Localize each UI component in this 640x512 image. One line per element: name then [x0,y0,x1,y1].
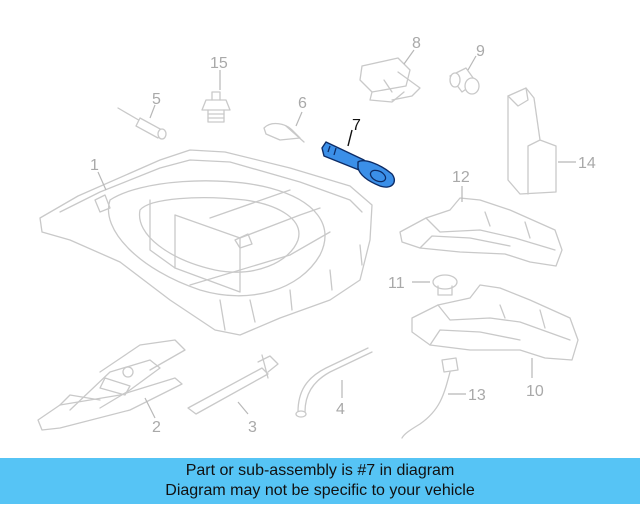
callout-10: 10 [526,383,544,400]
part-11-knob [432,274,458,296]
callout-11: 11 [388,275,405,292]
part-2-scissor-jack [37,339,186,431]
callout-2: 2 [152,419,161,436]
callout-9: 9 [476,43,485,60]
part-7-tow-hook-highlighted [321,141,396,188]
part-3-jack-handle [187,354,279,415]
callout-14: 14 [578,155,596,172]
part-5-screwdriver [117,107,167,140]
part-13-cable [401,357,459,439]
callout-8: 8 [412,35,421,52]
part-9-cylinder [449,67,480,95]
callout-4: 4 [336,401,345,418]
callout-15: 15 [210,55,228,72]
banner-line-2: Diagram may not be specific to your vehi… [165,482,475,499]
callout-13: 13 [468,387,486,404]
part-8-module [359,57,421,103]
parts-diagram: 1 2 3 4 5 6 [37,35,596,439]
callout-6: 6 [298,95,307,112]
callout-3: 3 [248,419,257,436]
part-15-bolt [201,91,231,123]
part-12-foam-tray [399,197,563,267]
part-14-side-panel [507,87,557,195]
part-6-clip [263,122,305,143]
part-1-storage-tray [39,149,373,336]
part-10-foam-tray [411,284,579,361]
callout-5: 5 [152,91,161,108]
callout-1: 1 [90,157,99,174]
callout-12: 12 [452,169,470,186]
info-banner: Part or sub-assembly is #7 in diagram Di… [0,458,640,504]
part-4-wheel-wrench [295,347,373,418]
banner-line-1: Part or sub-assembly is #7 in diagram [185,462,455,479]
callout-7: 7 [352,117,361,134]
